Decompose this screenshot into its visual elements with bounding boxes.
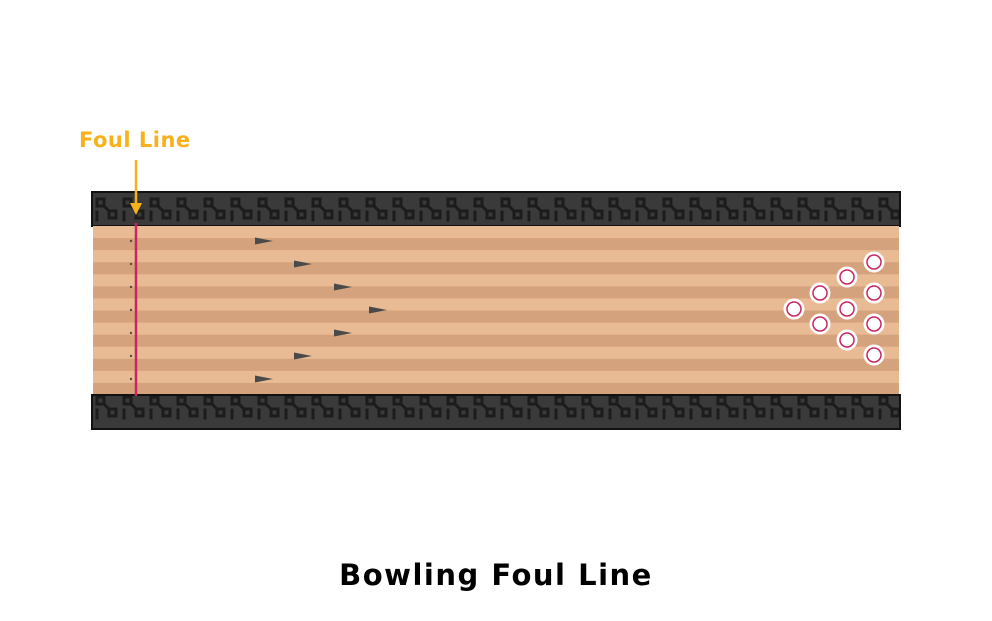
pin <box>812 285 828 301</box>
target-arrow <box>255 375 273 383</box>
lane-board <box>93 382 899 396</box>
foul-line-pointer-icon <box>130 160 142 215</box>
lane-board <box>93 310 899 324</box>
target-arrow <box>369 306 387 314</box>
target-arrow <box>294 352 312 360</box>
pin <box>866 347 882 363</box>
lane-board <box>93 334 899 348</box>
lane-board <box>93 262 899 275</box>
target-arrow <box>294 260 312 268</box>
lane-board <box>93 274 899 287</box>
lane-board <box>93 286 899 299</box>
pin <box>839 332 855 348</box>
bottom-gutter <box>91 394 901 430</box>
pin <box>866 254 882 270</box>
approach-dot <box>129 377 133 381</box>
target-arrow <box>334 329 352 337</box>
approach-dot <box>129 308 133 312</box>
lane-board <box>93 238 899 251</box>
target-arrow <box>255 237 273 245</box>
target-arrow <box>334 283 352 291</box>
lane-board <box>93 346 899 360</box>
approach-dot <box>129 331 133 335</box>
lane <box>93 226 899 396</box>
diagram-title: Bowling Foul Line <box>339 558 653 592</box>
pin <box>866 316 882 332</box>
approach-dot <box>129 285 133 289</box>
lane-board <box>93 250 899 263</box>
approach-dot <box>129 354 133 358</box>
pin-deck <box>783 251 885 366</box>
top-gutter <box>91 191 901 227</box>
lane-board <box>93 226 899 239</box>
lane-board <box>93 370 899 384</box>
pin <box>866 285 882 301</box>
approach-dot <box>129 262 133 266</box>
lane-board <box>93 298 899 311</box>
pin <box>812 316 828 332</box>
approach-dots <box>129 239 133 381</box>
lane-board <box>93 358 899 372</box>
target-arrows <box>255 237 387 383</box>
pin <box>839 269 855 285</box>
lane-board <box>93 322 899 336</box>
pin <box>786 301 802 317</box>
pin <box>839 301 855 317</box>
approach-dot <box>129 239 133 243</box>
foul-line-label: Foul Line <box>79 128 191 152</box>
